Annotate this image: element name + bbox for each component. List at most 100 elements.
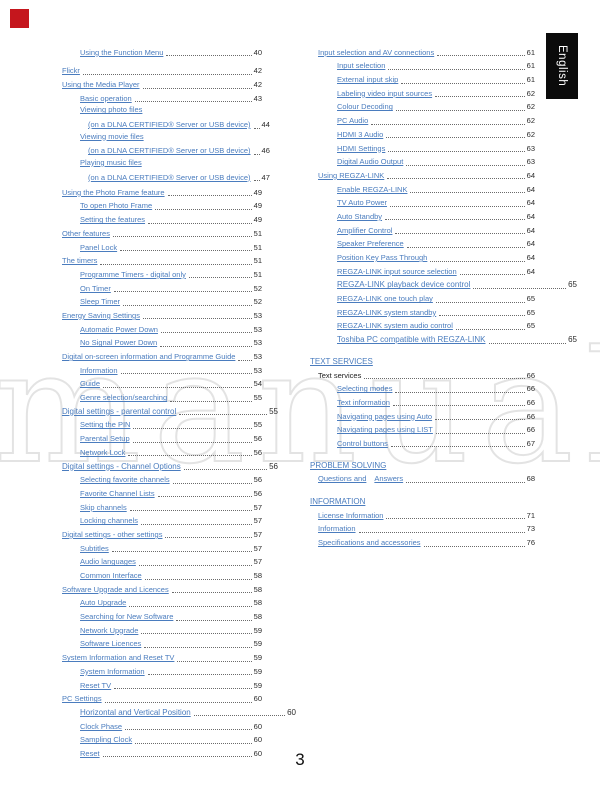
toc-link[interactable]: Clock Phase <box>80 721 123 731</box>
toc-link[interactable]: Enable REGZA-LINK <box>337 184 408 194</box>
toc-link[interactable]: Panel Lock <box>80 242 118 252</box>
toc-link[interactable]: PC Settings <box>62 694 102 704</box>
toc-link[interactable]: No Signal Power Down <box>80 338 158 348</box>
toc-link[interactable]: Viewing movie files <box>80 131 144 141</box>
toc-link[interactable]: PROBLEM SOLVING <box>310 460 387 470</box>
toc-link[interactable]: INFORMATION <box>310 497 366 506</box>
toc-link[interactable]: Subtitles <box>80 543 109 553</box>
toc-link[interactable]: Energy Saving Settings <box>62 310 140 320</box>
toc-link[interactable]: Selecting modes <box>337 384 393 394</box>
toc-link[interactable]: REGZA-LINK one touch play <box>337 294 433 304</box>
toc-link[interactable]: Reset TV <box>80 680 112 690</box>
toc-link[interactable]: Horizontal and Vertical Position <box>80 707 191 717</box>
toc-link[interactable]: System Information <box>80 666 145 676</box>
toc-link[interactable]: Software Upgrade and Licences <box>62 584 169 594</box>
toc-link[interactable]: Position Key Pass Through <box>337 253 428 262</box>
dotted-leader <box>406 164 525 166</box>
toc-link[interactable]: PC Audio <box>337 116 369 126</box>
toc-link[interactable]: Sampling Clock <box>80 735 133 745</box>
toc-link[interactable]: Using the Photo Frame feature <box>62 187 165 197</box>
toc-link[interactable]: Guide <box>80 379 101 389</box>
toc-link[interactable]: REGZA-LINK system audio control <box>337 321 453 331</box>
toc-link[interactable]: Skip channels <box>80 502 127 512</box>
toc-link[interactable]: Using the Function Menu <box>80 47 164 57</box>
page-ref: 58 <box>253 598 262 608</box>
toc-link[interactable]: External input skip <box>337 75 399 85</box>
toc-link[interactable]: Sleep Timer <box>80 297 121 307</box>
toc-link[interactable]: Flickr <box>62 66 80 76</box>
toc-link[interactable]: TEXT SERVICES <box>310 356 373 366</box>
dotted-leader <box>160 332 252 334</box>
toc-link[interactable]: Other features <box>62 228 110 238</box>
toc-link[interactable]: Reset <box>80 748 100 758</box>
toc-link[interactable]: Colour Decoding <box>337 102 393 112</box>
toc-link[interactable]: Programme Timers - digital only <box>80 269 186 279</box>
toc-link[interactable]: Auto Upgrade <box>80 598 127 608</box>
toc-link[interactable]: REGZA-LINK system standby <box>337 307 437 317</box>
toc-link[interactable]: Information <box>80 365 118 375</box>
toc-link[interactable]: TV Auto Power <box>337 198 388 208</box>
toc-link[interactable]: Text information <box>337 397 390 407</box>
toc-link[interactable]: Input selection and AV connections <box>318 47 435 57</box>
toc-link[interactable]: Setting the PIN <box>80 420 131 430</box>
toc-link[interactable]: Audio languages <box>80 557 136 567</box>
toc-link[interactable]: Questions and <box>318 474 367 484</box>
toc-link[interactable]: License Information <box>318 510 384 520</box>
toc-link[interactable]: Using REGZA-LINK <box>318 170 385 180</box>
toc-link[interactable]: Favorite Channel Lists <box>80 488 155 498</box>
toc-link[interactable]: Digital on-screen information and Progra… <box>62 352 236 362</box>
toc-link[interactable]: System Information and Reset TV <box>62 653 175 663</box>
toc-link[interactable]: Speaker Preference <box>337 239 404 249</box>
toc-link[interactable]: The timers <box>62 256 98 266</box>
toc-link[interactable]: (on a DLNA CERTIFIED® Server or USB devi… <box>88 146 251 156</box>
toc-link[interactable]: Navigating pages using LIST <box>337 425 433 435</box>
toc-link[interactable]: HDMI 3 Audio <box>337 129 384 139</box>
toc-link[interactable]: Control buttons <box>337 438 388 448</box>
toc-link[interactable]: Navigating pages using Auto <box>337 411 433 421</box>
toc-link[interactable]: Using the Media Player <box>62 80 140 90</box>
toc-link[interactable]: Parental Setup <box>80 434 130 444</box>
toc-link[interactable]: Software Licences <box>80 639 142 649</box>
toc-link[interactable]: To open Photo Frame <box>80 201 153 211</box>
toc-link[interactable]: Genre selection/searching <box>80 393 168 403</box>
page-ref: 65 <box>526 294 535 304</box>
toc-link[interactable]: Automatic Power Down <box>80 324 158 334</box>
toc-link[interactable]: Information <box>318 524 356 534</box>
toc-link[interactable]: Network Lock <box>80 447 126 457</box>
toc-link[interactable]: REGZA-LINK playback device control <box>337 280 471 290</box>
dotted-leader <box>253 180 260 182</box>
toc-link[interactable]: Setting the features <box>80 215 146 225</box>
toc-link[interactable]: Input selection <box>337 61 386 71</box>
toc-link[interactable]: Amplifier Control <box>337 225 393 235</box>
toc-link[interactable]: Digital settings - Channel Options <box>62 461 181 471</box>
toc-link[interactable]: Specifications and accessories <box>318 538 421 548</box>
toc-link[interactable]: Digital settings - parental control <box>62 406 177 416</box>
toc-link[interactable]: Basic operation <box>80 93 132 103</box>
toc-link[interactable]: Playing music files <box>80 157 142 167</box>
toc-link[interactable]: REGZA-LINK input source selection <box>337 266 457 276</box>
toc-link[interactable]: Answers <box>374 474 404 484</box>
dotted-leader <box>111 551 252 553</box>
dotted-leader <box>114 688 252 690</box>
toc-link[interactable]: On Timer <box>80 283 111 293</box>
toc-link[interactable]: Labeling video input sources <box>337 88 433 98</box>
toc-link[interactable]: Common Interface <box>80 571 142 581</box>
toc-link[interactable]: Digital Audio Output <box>337 157 404 167</box>
toc-link[interactable]: Selecting favorite channels <box>80 475 170 485</box>
page-ref: 49 <box>253 187 262 197</box>
toc-link[interactable]: Network Upgrade <box>80 625 139 635</box>
toc-link[interactable]: Toshiba PC compatible with REGZA-LINK <box>337 335 486 345</box>
toc-link[interactable]: Searching for New Software <box>80 612 174 622</box>
toc-link[interactable]: Auto Standby <box>337 211 383 221</box>
toc-link[interactable]: Locking channels <box>80 516 138 526</box>
toc-link[interactable]: Viewing photo files <box>80 105 143 115</box>
dotted-leader <box>179 414 268 416</box>
toc-link[interactable]: HDMI Settings <box>337 143 386 153</box>
toc-link[interactable]: (on a DLNA CERTIFIED® Server or USB devi… <box>88 120 251 130</box>
toc-link[interactable]: (on a DLNA CERTIFIED® Server or USB devi… <box>88 172 251 182</box>
toc-link[interactable]: Digital settings - other settings <box>62 529 163 539</box>
